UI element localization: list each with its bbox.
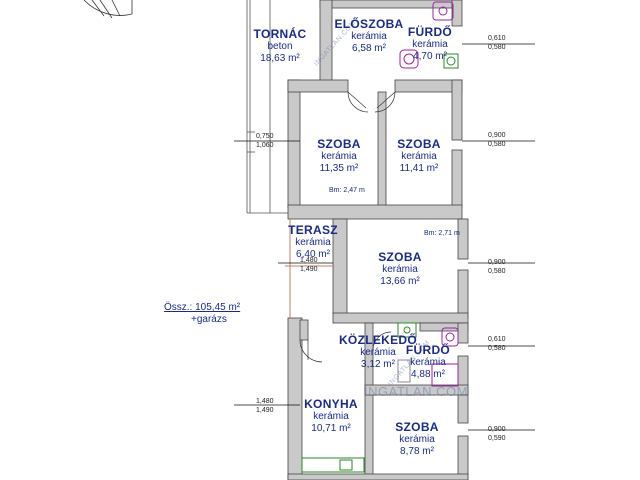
bathroom-1-fixtures <box>399 1 459 69</box>
window-dim-top: 1,480 <box>256 398 274 405</box>
window-dim-bottom: 1,490 <box>256 407 274 414</box>
room-furdo-2: FÜRDŐ kerámia 4,88 m² <box>400 343 456 381</box>
room-area: 3,12 m² <box>361 359 395 371</box>
room-name: SZOBA <box>397 137 441 151</box>
room-name: SZOBA <box>395 420 439 434</box>
room-material: kerámia <box>410 357 446 369</box>
window-dim-right-4: 0,610 0,580 <box>488 335 506 353</box>
room-name: KÖZLEKEDŐ <box>338 333 418 347</box>
room-material: kerámia <box>351 31 387 43</box>
room-area: 6,58 m² <box>352 43 386 55</box>
room-material: kerámia <box>295 237 331 249</box>
room-material: kerámia <box>360 347 396 359</box>
window-dim-right-1: 0,610 0,580 <box>488 34 506 52</box>
watermark-3: INGATLAN.COM <box>364 384 468 399</box>
room-material: kerámia <box>313 411 349 423</box>
kitchen-fixtures <box>301 457 365 473</box>
room-name: FÜRDŐ <box>405 343 451 357</box>
room-eloszoba: ELŐSZOBA kerámia 6,58 m² <box>334 17 404 55</box>
room-area: 11,41 m² <box>399 163 439 175</box>
window-dim-top: 0,900 <box>488 426 506 433</box>
window-dim-left-2: 1,480 1,490 <box>300 256 318 274</box>
window-dim-top: 0,750 <box>256 133 274 140</box>
room-name: ELŐSZOBA <box>334 17 404 31</box>
room-area: 4,70 m² <box>413 51 447 63</box>
room-area: 10,71 m² <box>311 423 351 435</box>
room-area: 18,63 m² <box>260 53 300 65</box>
room-material: kerámia <box>321 151 357 163</box>
window-dim-bottom: 0,580 <box>488 141 506 148</box>
room-area: 13,66 m² <box>380 276 420 288</box>
garage-note: +garázs <box>191 314 227 325</box>
window-dim-top: 0,900 <box>488 259 506 266</box>
room-area: 4,88 m² <box>411 369 445 381</box>
room-kozlekedo: KÖZLEKEDŐ kerámia 3,12 m² <box>338 333 418 371</box>
room-name: KONYHA <box>304 397 358 411</box>
room-szoba-4: SZOBA kerámia 8,78 m² <box>384 420 450 458</box>
room-material: kerámia <box>382 264 418 276</box>
room-terasz: TERASZ kerámia 6,40 m² <box>284 223 342 261</box>
room-material: kerámia <box>401 151 437 163</box>
window-dim-left-1: 0,750 1,060 <box>256 132 274 150</box>
room-name: SZOBA <box>378 250 422 264</box>
room-material: beton <box>267 41 293 53</box>
window-dim-left-3: 1,480 1,490 <box>256 397 274 415</box>
window-dim-bottom: 0,580 <box>488 268 506 275</box>
doors <box>299 91 396 363</box>
room-tornac: TORNÁC beton 18,63 m² <box>248 27 312 65</box>
room-szoba-2: SZOBA kerámia 11,41 m² <box>386 137 452 175</box>
tree-symbol <box>83 0 133 19</box>
total-area-label: Össz.: 105,45 m² <box>164 302 241 313</box>
ceiling-height-szoba-3: Bm: 2,71 m <box>424 230 460 237</box>
room-material: kerámia <box>399 434 435 446</box>
room-area: 11,35 m² <box>319 163 359 175</box>
room-furdo-1: FÜRDŐ kerámia 4,70 m² <box>402 25 458 63</box>
window-dim-top: 1,480 <box>300 257 318 264</box>
window-dim-right-3: 0,900 0,580 <box>488 258 506 276</box>
room-name: TORNÁC <box>253 27 307 41</box>
walls <box>287 0 469 480</box>
bathroom-2-fixtures <box>397 322 459 387</box>
room-name: SZOBA <box>317 137 361 151</box>
window-dim-bottom: 1,060 <box>256 142 274 149</box>
room-area: 6,40 m² <box>296 249 330 261</box>
terasz-outline <box>285 219 333 318</box>
window-dim-right-2: 0,900 0,580 <box>488 131 506 149</box>
window-dim-top: 0,610 <box>488 336 506 343</box>
tornac-outline <box>246 0 290 214</box>
room-name: FÜRDŐ <box>407 25 453 39</box>
window-dim-top: 0,900 <box>488 132 506 139</box>
room-konyha: KONYHA kerámia 10,71 m² <box>298 397 364 435</box>
room-szoba-3: SZOBA kerámia 13,66 m² <box>362 250 438 288</box>
ceiling-height-szoba-1: Bm: 2,47 m <box>329 187 365 194</box>
window-dim-top: 0,610 <box>488 35 506 42</box>
window-dim-bottom: 0,590 <box>488 435 506 442</box>
window-dim-bottom: 0,580 <box>488 345 506 352</box>
window-dim-bottom: 0,580 <box>488 44 506 51</box>
room-szoba-1: SZOBA kerámia 11,35 m² <box>306 137 372 175</box>
dimension-lines <box>234 43 535 431</box>
room-material: kerámia <box>412 39 448 51</box>
room-area: 8,78 m² <box>400 446 434 458</box>
window-dim-right-5: 0,900 0,590 <box>488 425 506 443</box>
room-name: TERASZ <box>288 223 338 237</box>
total-area: Össz.: 105,45 m² +garázs <box>164 302 240 326</box>
window-dim-bottom: 1,490 <box>300 266 318 273</box>
